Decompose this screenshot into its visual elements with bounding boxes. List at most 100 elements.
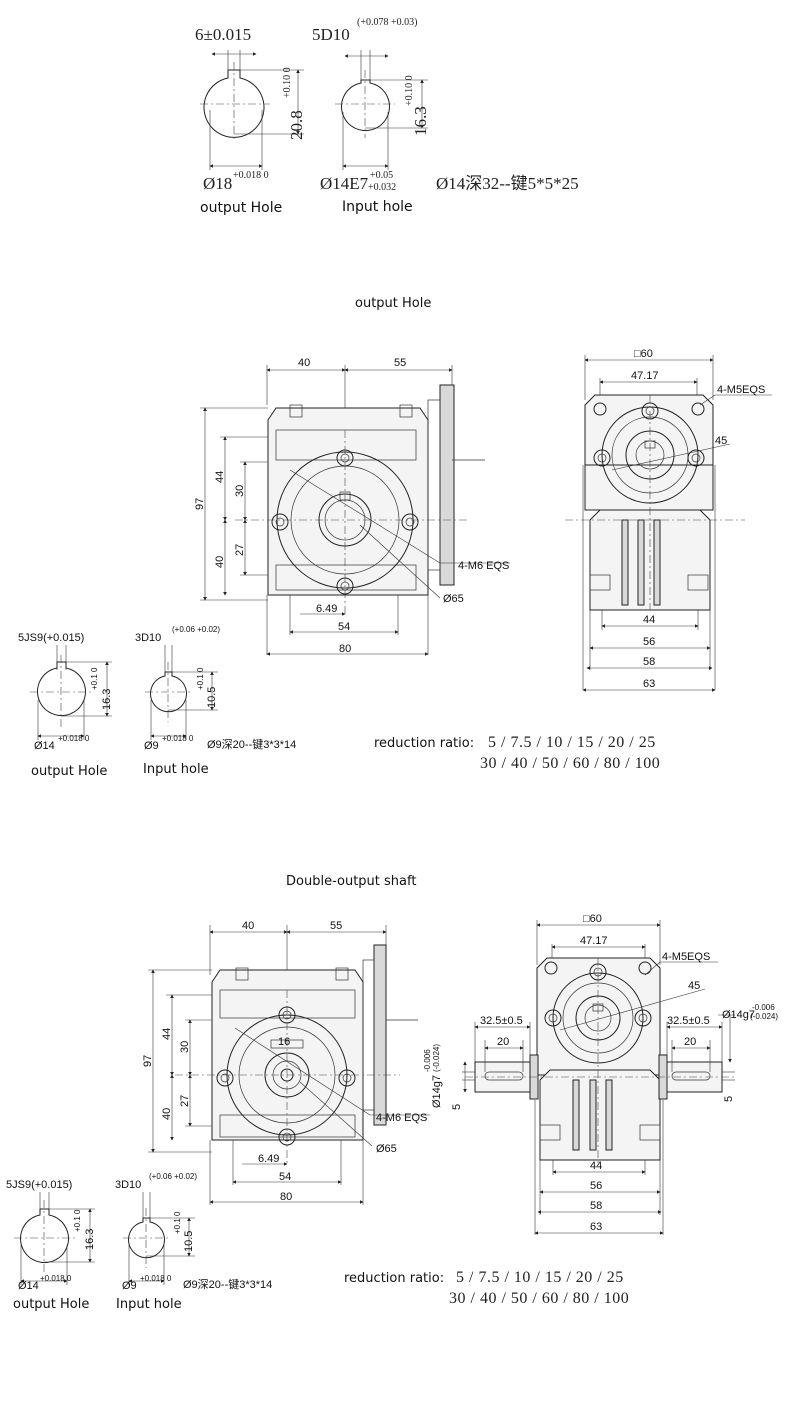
s2-side-58: 58 [590,1200,602,1212]
s1-in-dia-tol: +0.018 0 [162,734,194,743]
s2-dim-40b: 40 [161,1108,173,1120]
section2-hole-details: 5JS9(+0.015) 16.3 +0.1 0 Ø14 +0.018 0 ou… [6,1172,272,1312]
s1-in-key: 3D10 [135,632,161,644]
s2-dim-54: 54 [279,1171,291,1183]
s2-out-dia-tol: +0.018 0 [40,1274,72,1283]
s2-side-tol-left-a: -0.006 [423,1049,432,1072]
s1-side-sq60: □60 [634,348,653,360]
s1-ratio-label: reduction ratio: [374,736,474,751]
s2-in-dia: Ø9 [122,1280,137,1292]
s2-dim-97: 97 [142,1055,154,1067]
s2-side-5r: 5 [723,1096,735,1102]
top-output-caption: output Hole [200,200,282,216]
top-input-height-tol: +0.10 0 [404,75,415,106]
s2-dim-649: 6.49 [258,1153,279,1165]
s2-in-dia-tol: +0.018 0 [140,1274,172,1283]
top-input-hole-detail: 5D10 (+0.078 +0.03) 16.3 +0.10 0 Ø14E7 +… [312,17,430,215]
s1-in-h: 10.5 [206,687,218,708]
s1-m6-callout: 4-M6 EQS [458,560,509,572]
section1-front-view: 40 55 97 44 40 30 27 [194,357,510,656]
s2-in-h: 10.5 [183,1231,195,1252]
s1-dim-80: 80 [339,643,351,655]
s1-note: Ø9深20--键3*3*14 [207,737,296,751]
s1-phi65-callout: Ø65 [443,593,464,605]
s2-phi65-callout: Ø65 [376,1143,397,1155]
s2-dim-44: 44 [161,1028,173,1040]
s2-ratio-line1: 5 / 7.5 / 10 / 15 / 20 / 25 [456,1269,624,1286]
s1-out-dia: Ø14 [34,740,55,752]
s2-out-dia: Ø14 [18,1280,39,1292]
s2-side-44: 44 [590,1160,602,1172]
s2-side-tol-left-b: (-0.024) [432,1044,441,1072]
s2-in-key: 3D10 [115,1179,141,1191]
s1-side-63: 63 [643,678,655,690]
s1-ratio-line2: 30 / 40 / 50 / 60 / 80 / 100 [480,755,660,772]
s2-side-sq60: □60 [583,913,602,925]
s2-side-tol-right: Ø14g7 [722,1009,755,1021]
top-input-dia-tol-a: +0.05 [370,170,393,181]
s1-dim-30: 30 [234,485,246,497]
s1-dim-40: 40 [298,357,310,369]
s2-ratio-label: reduction ratio: [344,1271,444,1286]
s1-dim-55: 55 [394,357,406,369]
s2-side-5l: 5 [451,1104,463,1110]
top-input-key-width: 5D10 [312,25,350,44]
s1-dim-40b: 40 [214,556,226,568]
s2-dim-30: 30 [179,1041,191,1053]
s1-side-m5: 4-M5EQS [717,384,765,396]
top-output-dia-tol: +0.018 0 [233,170,269,181]
s2-dim-27: 27 [179,1095,191,1107]
s1-out-h: 16.3 [101,689,113,710]
s1-dim-27: 27 [234,544,246,556]
s2-in-h-tol: +0.1 0 [173,1211,182,1234]
s2-dim-55: 55 [330,920,342,932]
s1-side-56: 56 [643,636,655,648]
s2-in-caption: Input hole [116,1297,182,1312]
section2-front-view: 40 55 16 97 44 40 30 2 [142,920,430,1205]
s2-housing [211,969,364,1141]
s1-housing [267,407,429,596]
s2-side-56: 56 [590,1180,602,1192]
s1-out-key: 5JS9(+0.015) [18,632,84,644]
top-output-hole-detail: 6±0.015 20.8 +0.10 0 Ø18 +0.018 0 output… [195,25,306,216]
section1-title: output Hole [355,296,431,311]
s2-side-tol-right-a: -0.006 [752,1003,775,1012]
top-input-caption: Input hole [342,199,413,215]
s1-in-h-tol: +0.1 0 [196,667,205,690]
top-output-height: 20.8 [287,110,306,140]
s2-dim-40: 40 [242,920,254,932]
s2-out-h: 16.3 [84,1229,96,1250]
top-output-height-tol: +0.10 0 [282,67,293,98]
top-shaft-note: Ø14深32--键5*5*25 [436,174,579,193]
section1-side-view: □60 47.17 4-M5EQS 45 44 [565,348,772,692]
top-input-key-tol: (+0.078 +0.03) [357,17,417,28]
s2-out-h-tol: +0.1 0 [73,1209,82,1232]
s1-out-h-tol: +0.1 0 [90,667,99,690]
top-output-dia: Ø18 [203,174,232,193]
s2-ratio-line2: 30 / 40 / 50 / 60 / 80 / 100 [449,1290,629,1307]
s1-flange [439,384,455,586]
output-hole-shape [203,69,265,138]
section2-side-view: □60 47.17 32.5±0.5 [423,913,778,1235]
s2-side-tol-left: Ø14g7 [431,1075,443,1108]
s2-out-key: 5JS9(+0.015) [6,1179,72,1191]
s1-in-dia: Ø9 [144,740,159,752]
s1-side-58: 58 [643,656,655,668]
s2-dim-80: 80 [280,1191,292,1203]
s2-side-63: 63 [590,1221,602,1233]
top-output-key-width: 6±0.015 [195,25,251,44]
s2-in-key-tol: (+0.06 +0.02) [149,1172,197,1181]
s1-dim-44: 44 [214,471,226,483]
s1-dim-97: 97 [194,498,206,510]
s2-side-key-r: 20 [684,1036,696,1048]
s2-side-tol-right-b: (-0.024) [750,1012,778,1021]
s2-side-shaft-l: 32.5±0.5 [480,1015,523,1027]
s2-m6-callout: 4-M6 EQS [376,1112,427,1124]
section2-title: Double-output shaft [286,874,416,889]
s1-out-caption: output Hole [31,764,107,779]
input-hole-shape [341,79,390,131]
s2-side-45: 45 [688,980,700,992]
s2-side-shaft-r: 32.5±0.5 [667,1015,710,1027]
s1-out-dia-tol: +0.018 0 [58,734,90,743]
